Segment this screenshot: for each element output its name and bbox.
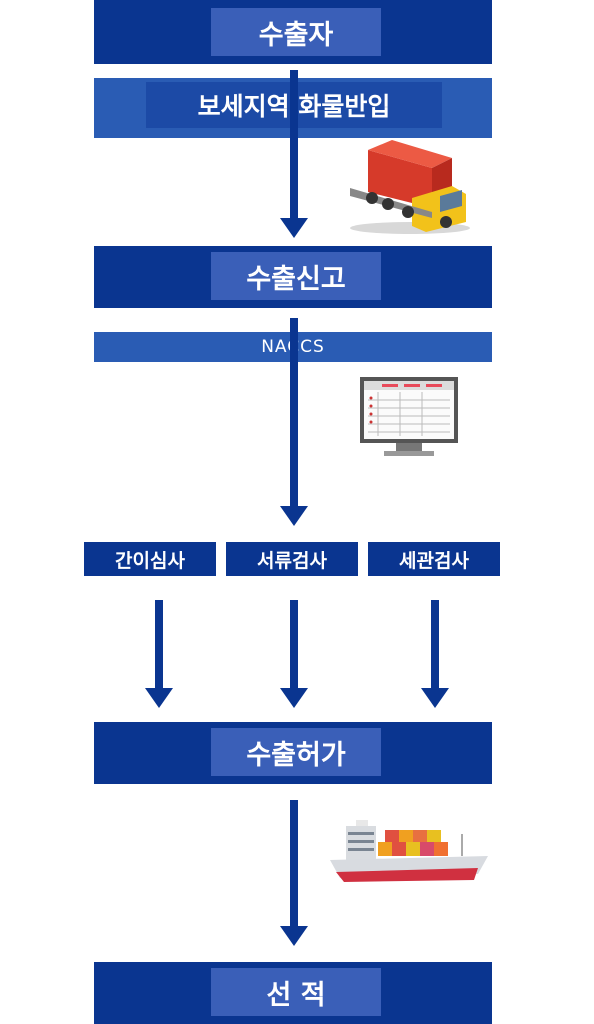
simple-review-box: 간이심사: [84, 542, 216, 576]
monitor-icon: [360, 377, 458, 456]
export-declaration-label: 수출신고: [211, 252, 381, 300]
arrow-down-icon: [280, 318, 308, 526]
arrow-down-icon: [421, 600, 449, 708]
truck-icon: [350, 140, 470, 234]
document-review-box: 서류검사: [226, 542, 358, 576]
ship-icon: [330, 820, 488, 882]
export-permit-label: 수출허가: [211, 728, 381, 776]
arrow-down-icon: [280, 70, 308, 238]
arrow-down-icon: [280, 800, 308, 946]
exporter-label: 수출자: [211, 8, 381, 56]
arrow-down-icon: [145, 600, 173, 708]
customs-inspection-box: 세관검사: [368, 542, 500, 576]
arrow-down-icon: [280, 600, 308, 708]
loading-label: 선 적: [211, 968, 381, 1016]
